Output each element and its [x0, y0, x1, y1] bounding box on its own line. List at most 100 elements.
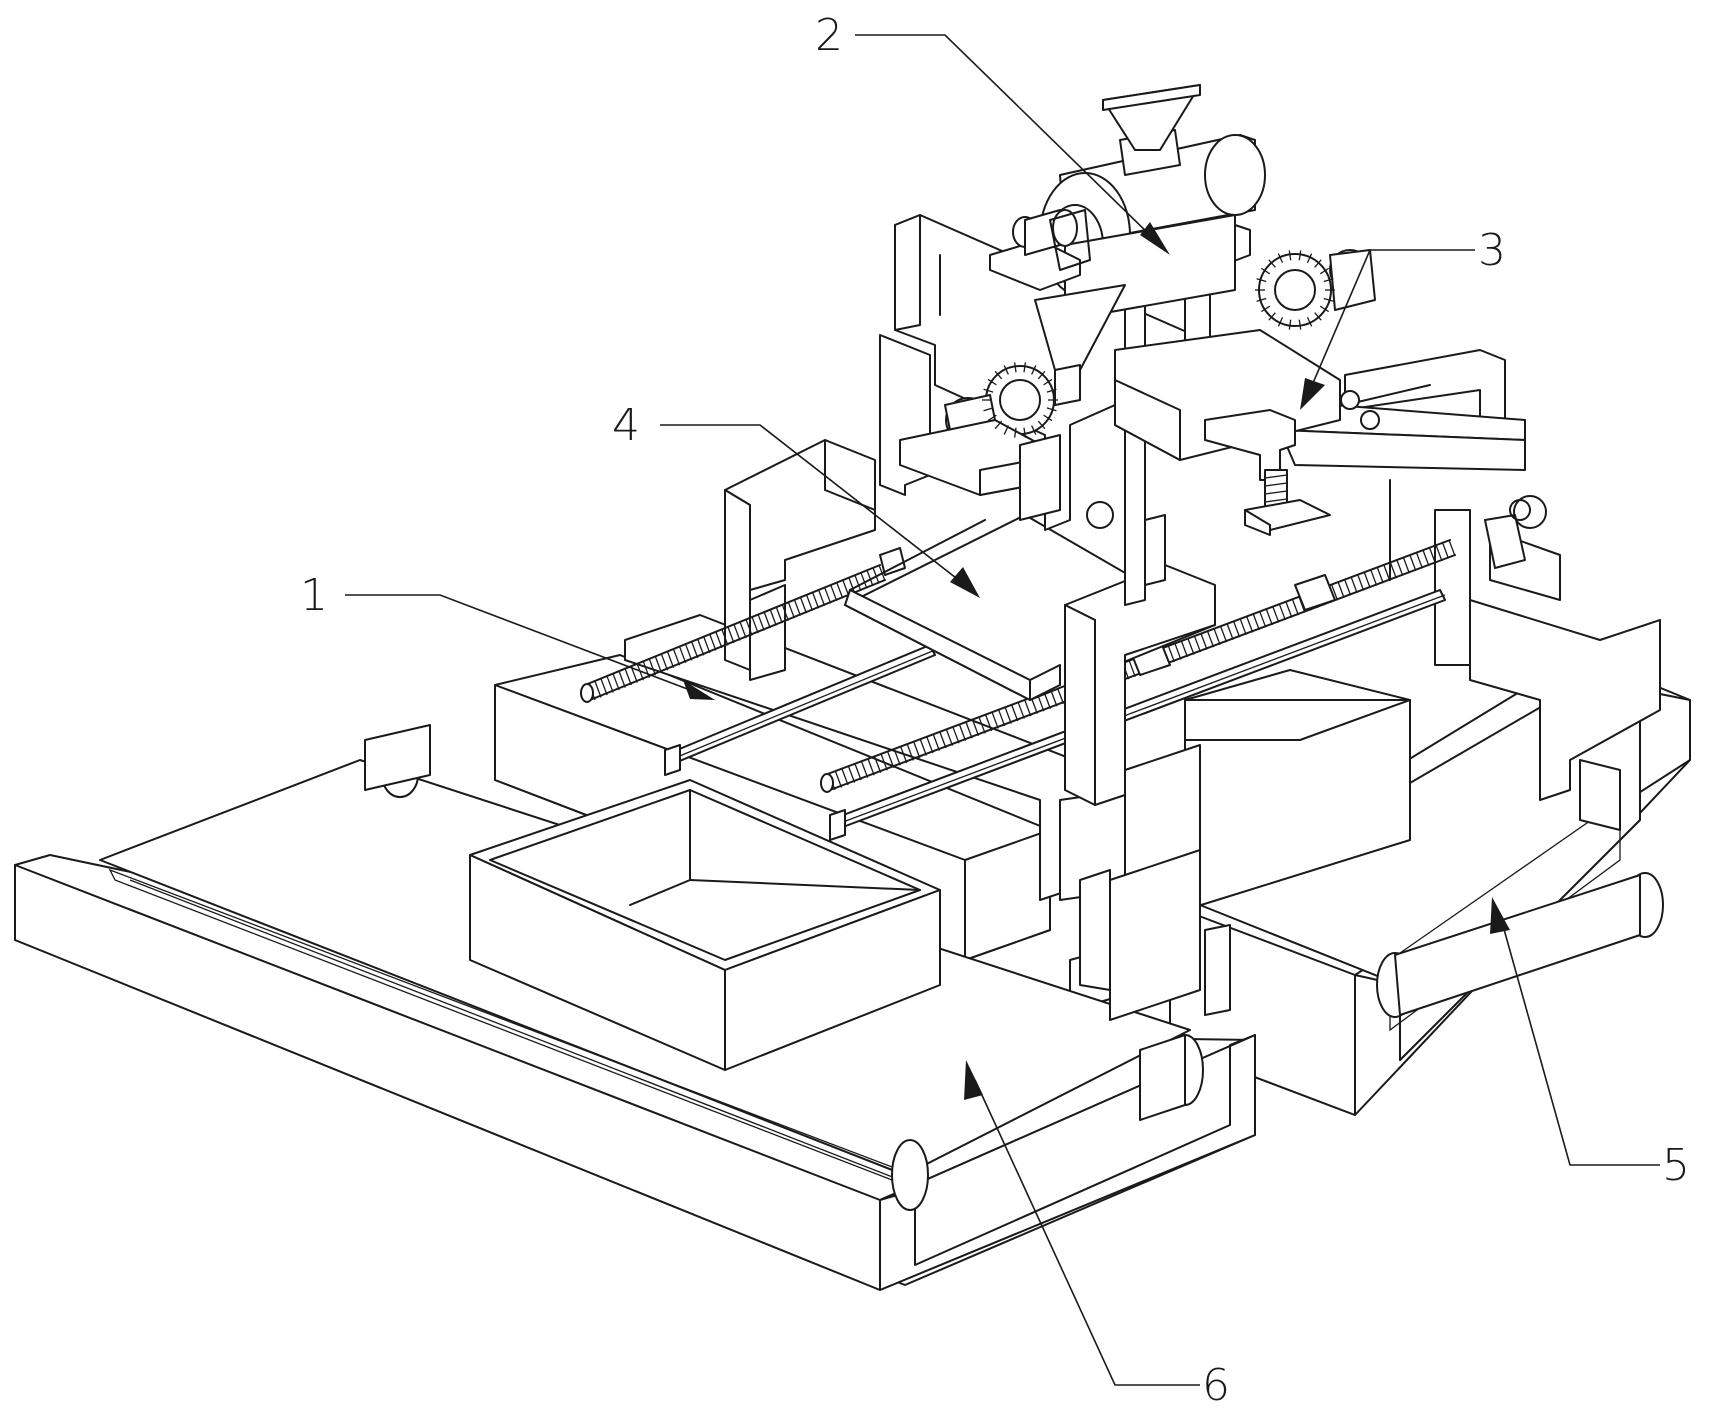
screw-thread: [848, 577, 856, 594]
screw-thread: [939, 731, 947, 749]
screw-thread: [636, 663, 644, 681]
screw-thread: [1350, 576, 1358, 594]
screw-thread: [1252, 613, 1260, 631]
screw-thread: [624, 668, 632, 686]
gear-tooth: [1268, 259, 1276, 268]
screw-thread: [1193, 635, 1202, 653]
screw-thread: [906, 744, 914, 761]
screw-thread: [926, 736, 934, 754]
screw-thread: [775, 606, 783, 624]
screw-thread: [913, 741, 921, 759]
gear-teeth: [982, 250, 1335, 438]
lower-hopper: [1034, 284, 1126, 406]
screw-thread: [836, 582, 844, 599]
screw-thread: [763, 611, 771, 629]
screw-thread: [1187, 638, 1195, 655]
gear-tooth: [983, 407, 994, 412]
screw-thread: [847, 766, 856, 783]
screw-thread: [1167, 645, 1175, 663]
screw-thread: [1024, 699, 1032, 717]
screw-thread: [854, 574, 862, 592]
gear-tooth: [994, 370, 1003, 380]
callout-label-4: 4: [612, 400, 640, 451]
screw-thread: [715, 631, 723, 649]
screw-thread: [787, 601, 795, 619]
screw-thread: [1004, 707, 1012, 724]
screw-thread: [841, 768, 849, 786]
gear-tooth: [1031, 425, 1037, 435]
screw-thread: [618, 671, 626, 688]
screw-thread: [1409, 554, 1417, 572]
screw-thread: [817, 589, 826, 607]
screw-thread: [733, 624, 741, 641]
screw-thread: [721, 629, 729, 646]
front-column: [1064, 564, 1216, 1021]
screw-thread: [685, 644, 693, 661]
left-upright-frame: [724, 439, 876, 681]
top-motor: [989, 209, 1091, 291]
screw-thread: [691, 641, 699, 659]
screw-thread: [971, 719, 980, 737]
screw-thread: [1415, 552, 1423, 569]
screw-thread: [932, 734, 941, 751]
gear-tooth: [1288, 250, 1292, 261]
screw-thread: [739, 621, 747, 639]
screw-thread: [1206, 630, 1215, 648]
screw-thread: [606, 676, 614, 693]
gear-tooth: [994, 420, 1003, 430]
collection-box: [469, 779, 941, 1071]
left-gear-motor: [899, 365, 1114, 529]
screw-thread: [697, 639, 705, 656]
screw-thread: [998, 709, 1006, 727]
gear-tooth: [1298, 250, 1302, 261]
callout-label-6: 6: [1202, 1360, 1230, 1411]
gear-tooth: [1256, 297, 1267, 302]
callout-label-3: 3: [1478, 225, 1506, 276]
screw-thread: [1017, 702, 1025, 719]
gear-tooth: [1306, 253, 1313, 263]
screw-thread: [867, 758, 875, 776]
screw-thread: [1037, 694, 1045, 712]
gear-tooth: [1298, 319, 1302, 330]
gear-tooth: [1277, 317, 1284, 327]
gear-tooth: [1031, 365, 1037, 375]
gear-tooth: [1314, 259, 1322, 268]
callout-leaders: [345, 34, 1660, 1386]
gear-tooth: [1319, 305, 1330, 313]
screw-thread: [1226, 623, 1234, 640]
screw-thread: [630, 666, 638, 683]
gear-tooth: [987, 378, 997, 386]
screw-thread: [1056, 687, 1065, 705]
callout-labels: 1 2 3 4 5 6: [300, 10, 1690, 1411]
screw-thread: [781, 604, 789, 621]
screw-thread: [1291, 598, 1299, 616]
gear-tooth: [1260, 305, 1271, 313]
screw-thread: [600, 678, 608, 696]
screw-thread: [679, 646, 687, 664]
gear-tooth: [1013, 427, 1017, 438]
gear-tooth: [1043, 414, 1053, 422]
screw-thread: [1030, 697, 1038, 714]
screw-thread: [1389, 561, 1397, 579]
screw-thread: [805, 594, 814, 611]
screw-thread: [1259, 611, 1267, 628]
gear-tooth: [1319, 267, 1330, 275]
screw-thread: [1246, 616, 1254, 633]
screw-thread: [811, 592, 820, 609]
screw-thread: [866, 569, 874, 587]
screw-thread: [985, 714, 993, 732]
screw-thread: [1219, 625, 1228, 643]
screw-thread: [1330, 584, 1339, 601]
screw-thread: [1239, 618, 1247, 636]
screw-thread: [1213, 628, 1221, 645]
gear-tooth: [1288, 319, 1292, 330]
screw-thread: [1422, 549, 1430, 567]
screw-thread: [757, 614, 765, 631]
screw-thread: [834, 771, 843, 788]
screw-thread: [1363, 571, 1371, 589]
gear-tooth: [987, 414, 997, 422]
screw-thread: [900, 746, 908, 764]
gear-tooth: [1046, 407, 1057, 412]
screw-thread: [958, 724, 967, 741]
